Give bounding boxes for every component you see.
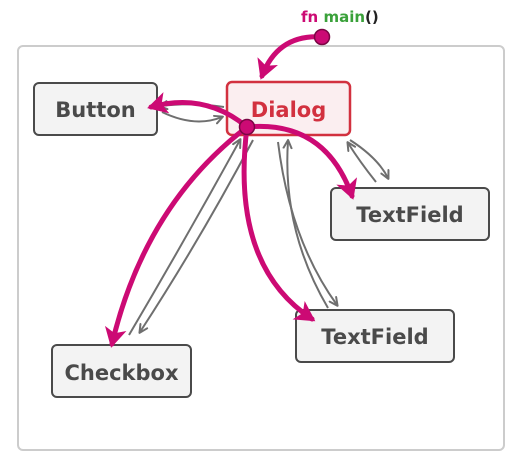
arrow-dialog-to-textfield-bottom: [277, 141, 339, 307]
ownership-arrows: [104, 34, 358, 348]
node-checkbox-label: Checkbox: [64, 361, 178, 385]
dialog-origin-dot: [238, 118, 256, 136]
arrow-dialog-to-button-owned: [147, 92, 250, 130]
code-parens: (): [365, 8, 379, 26]
node-textfield-bottom: TextField: [295, 309, 455, 363]
arrow-dialog-to-checkbox-owned: [104, 124, 250, 348]
arrow-dialog-to-textfield-bottom-owned: [241, 124, 316, 322]
node-button: Button: [33, 82, 158, 136]
arrow-textfield-bottom-to-dialog: [282, 139, 329, 309]
arrow-checkbox-to-dialog: [128, 138, 242, 336]
arrow-dialog-to-checkbox: [138, 139, 254, 334]
node-button-label: Button: [55, 98, 135, 122]
node-dialog: Dialog: [225, 80, 352, 137]
node-textfield-right: TextField: [330, 187, 490, 241]
node-dialog-label: Dialog: [251, 98, 326, 122]
node-textfield-right-label: TextField: [356, 203, 463, 227]
arrow-main-to-dialog: [257, 34, 325, 80]
arrow-button-to-dialog: [161, 111, 224, 125]
arrow-textfield-right-to-dialog: [346, 141, 377, 183]
code-label: fn main(): [301, 8, 379, 26]
node-checkbox: Checkbox: [51, 344, 192, 398]
node-textfield-bottom-label: TextField: [321, 325, 428, 349]
arrow-dialog-to-textfield-right-owned: [244, 123, 358, 200]
code-function-name: main: [323, 8, 365, 26]
main-origin-dot: [313, 28, 331, 46]
code-keyword: fn: [301, 8, 318, 26]
